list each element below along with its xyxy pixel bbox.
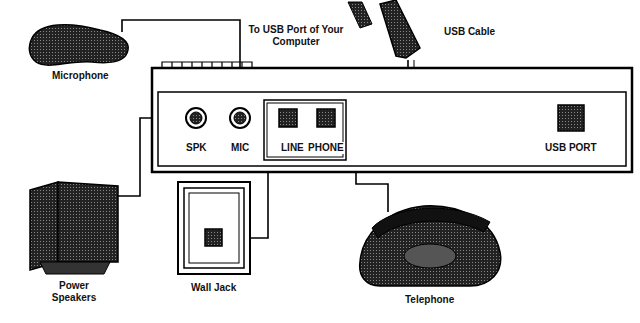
- modem-housing: [152, 62, 632, 172]
- telephone: [360, 206, 501, 286]
- port-label: SPK: [185, 142, 208, 154]
- port-label: LINE: [280, 142, 305, 154]
- modem-jacks: [186, 105, 584, 131]
- power-speakers: [30, 182, 118, 274]
- usb-port-note: To USB Port of Your Computer: [246, 24, 346, 47]
- microphone: [29, 25, 128, 65]
- port-label: USB PORT: [544, 142, 598, 154]
- port-label: MIC: [230, 142, 250, 154]
- wall-jack-label: Wall Jack: [191, 282, 236, 294]
- microphone-label: Microphone: [52, 70, 109, 82]
- port-label: PHONE: [307, 142, 345, 154]
- usb-plug: [348, 0, 420, 58]
- wall-jack: [178, 182, 250, 274]
- speakers-label: Power Speakers: [39, 280, 109, 303]
- telephone-label: Telephone: [405, 294, 454, 306]
- usb-cable-label: USB Cable: [444, 26, 495, 38]
